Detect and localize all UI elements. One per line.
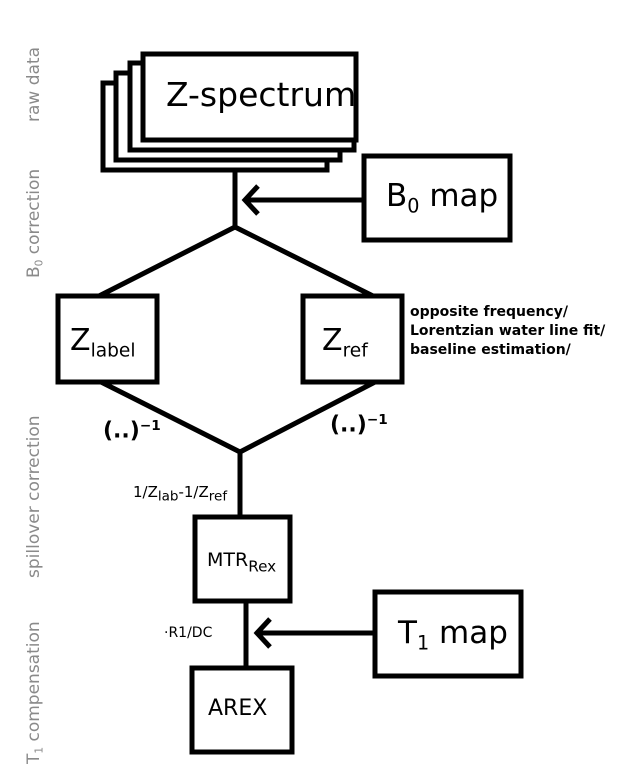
b0-map-box (361, 153, 513, 243)
stage-label-spillover-correction: spillover correction (24, 415, 44, 578)
t1-map-sub: 1 (416, 631, 430, 655)
reference-method-2: Lorentzian water line fit/ (410, 323, 606, 339)
t1-map-prefix: T (398, 615, 417, 651)
reference-method-1: opposite frequency/ (410, 304, 568, 320)
z-ref-box (300, 293, 405, 385)
z-label-sub: label (90, 340, 136, 362)
connector-merge-left (99, 379, 242, 455)
inverse-left-label: (..)−1 (103, 418, 161, 444)
difference-label: 1/Zlab-1/Zref (133, 485, 227, 504)
arex-box (189, 665, 295, 755)
z-label-main: Z (70, 323, 91, 358)
mtr-rex-text: MTRRex (207, 551, 276, 575)
inverse-left-main: (..) (103, 418, 140, 444)
b0-map-label: B0 map (386, 181, 498, 216)
stage-label-b0-prefix: B (24, 266, 44, 278)
t1-map-label: T1 map (398, 618, 508, 653)
b0-map-sub: 0 (407, 194, 420, 218)
z-ref-main: Z (322, 323, 343, 358)
difference-a: 1/Z (133, 483, 158, 501)
connector-split-left (97, 224, 237, 299)
b0-map-prefix: B (386, 178, 408, 214)
inverse-left-sup: −1 (139, 418, 161, 434)
b0-map-suffix: map (419, 178, 499, 214)
difference-a-sub: lab (157, 488, 179, 505)
difference-b: -1/Z (178, 483, 209, 501)
z-spectrum-label: Z-spectrum (166, 75, 357, 114)
reference-methods-note: opposite frequency/ Lorentzian water lin… (410, 303, 605, 360)
arex-label: AREX (208, 696, 268, 721)
z-label-box (55, 293, 160, 385)
mtr-rex-sub: Rex (248, 557, 277, 576)
stage-label-t1-prefix: T (24, 753, 44, 764)
t1-map-box (372, 589, 524, 679)
z-spectrum-box (140, 51, 359, 143)
difference-b-sub: ref (208, 488, 228, 505)
inverse-right-main: (..) (330, 412, 367, 438)
stage-label-b0-correction: B0 correction (24, 169, 46, 278)
connector-merge-right (238, 379, 377, 455)
t1-scaling-label: ·R1/DC (164, 625, 213, 641)
stage-label-t1-sub: 1 (33, 746, 46, 754)
connector-split-right (233, 224, 375, 299)
stage-label-b0-suffix: correction (24, 168, 44, 260)
arrowhead-b0 (241, 184, 260, 216)
t1-map-suffix: map (429, 615, 508, 651)
mtr-rex-box (192, 514, 293, 604)
z-ref-text: Zref (322, 326, 368, 361)
inverse-right-sup: −1 (366, 412, 388, 428)
inverse-right-label: (..)−1 (330, 412, 388, 438)
z-label-text: Zlabel (70, 326, 136, 361)
z-ref-sub: ref (342, 340, 368, 362)
arrowhead-t1 (253, 617, 272, 649)
reference-method-3: baseline estimation/ (410, 342, 571, 358)
stage-label-t1-compensation: T1 compensation (24, 621, 46, 764)
stage-label-b0-sub: 0 (33, 259, 46, 267)
mtr-rex-main: MTR (207, 549, 249, 571)
stage-label-raw-data: raw data (24, 46, 44, 122)
stage-label-t1-suffix: compensation (24, 621, 44, 747)
